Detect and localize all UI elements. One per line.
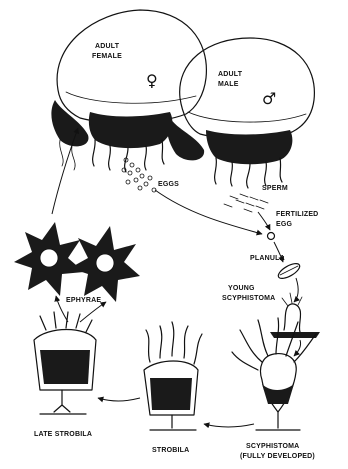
arrow-scyphistoma-to-strobila [204, 424, 254, 427]
label-fertilized-1: FERTILIZED [276, 211, 318, 218]
male-symbol: ♂ [262, 89, 276, 108]
label-strobila: STROBILA [152, 447, 189, 454]
adult-male-medusa [167, 38, 314, 188]
fertilized-egg [268, 233, 275, 240]
label-scyphistoma-2: (FULLY DEVELOPED) [240, 453, 315, 460]
label-sperm: SPERM [262, 185, 288, 192]
label-ephyrae: EPHYRAE [66, 297, 101, 304]
arrow-sperm-to-fertilized-egg [258, 212, 270, 230]
label-adult-female-2: FEMALE [92, 53, 122, 60]
ephyra-right [70, 226, 140, 302]
arrow-strobila-to-late-strobila [98, 398, 140, 401]
strobila [144, 322, 202, 430]
label-late-strobila: LATE STROBILA [34, 431, 92, 438]
arrow-young-to-scyphistoma [294, 340, 301, 356]
label-eggs: EGGS [158, 181, 179, 188]
eggs-cluster [122, 158, 156, 192]
label-scyphistoma-1: SCYPHISTOMA [246, 443, 299, 450]
arrow-planula-to-young [294, 278, 298, 302]
arrow-late-strobila-to-ephyra-2 [80, 302, 106, 322]
label-young-2: SCYPHISTOMA [222, 295, 275, 302]
label-adult-male-1: ADULT [218, 71, 243, 78]
label-adult-male-2: MALE [218, 81, 239, 88]
planula [276, 261, 302, 282]
sperm-cluster [224, 194, 268, 212]
late-strobila [34, 312, 96, 414]
label-fertilized-2: EGG [276, 221, 293, 228]
ephyra-left [14, 222, 84, 296]
label-planula: PLANULA [250, 255, 285, 262]
label-adult-female-1: ADULT [95, 43, 120, 50]
female-symbol: ♀ [146, 71, 158, 90]
label-young-1: YOUNG [228, 285, 255, 292]
